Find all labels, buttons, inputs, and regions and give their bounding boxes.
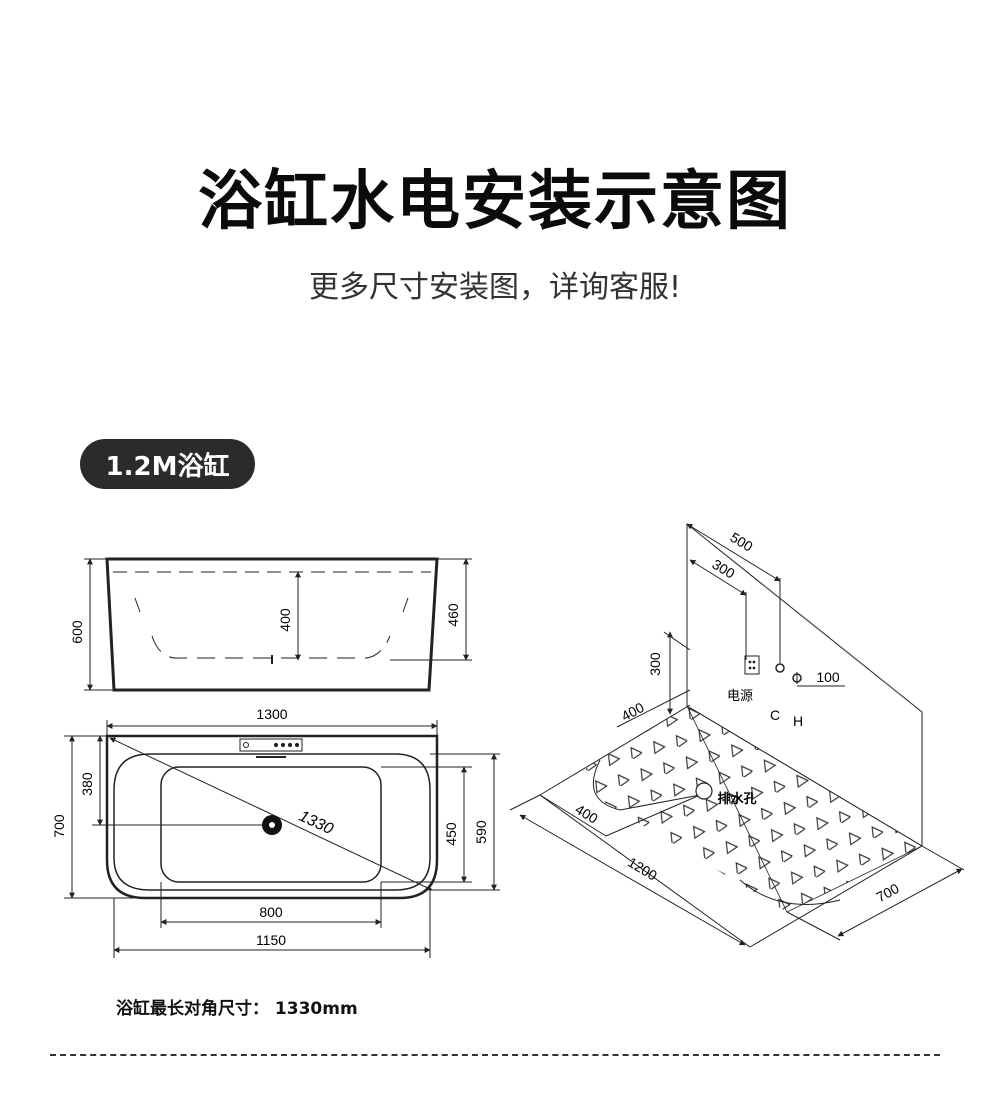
dim-install-300-side: 300 (647, 652, 663, 676)
model-badge: 1.2M浴缸 (80, 439, 255, 489)
dim-top-700: 700 (51, 814, 67, 838)
control-panel (239, 738, 303, 752)
dim-install-300-top: 300 (709, 556, 737, 582)
drain-label: 排水孔 (717, 791, 756, 807)
power-outlet (744, 655, 760, 675)
dim-install-700: 700 (874, 880, 902, 905)
dim-top-380: 380 (79, 772, 95, 796)
page-subtitle: 更多尺寸安装图，详询客服! (308, 270, 682, 305)
dim-install-400-drain: 400 (572, 801, 600, 827)
drain-point (695, 782, 713, 800)
install-view (509, 522, 965, 948)
hot-label: H (793, 713, 803, 729)
power-label: 电源 (727, 689, 753, 704)
dim-top-1150: 1150 (256, 932, 286, 948)
top-view (64, 720, 500, 958)
dim-top-590: 590 (473, 820, 489, 844)
side-view (84, 557, 472, 692)
dim-side-600: 600 (69, 620, 85, 644)
dim-install-100: 100 (816, 669, 840, 685)
dim-side-460: 460 (445, 603, 461, 627)
side-view-outline (105, 557, 439, 692)
cold-water-pipe (775, 663, 785, 673)
floor-pattern (567, 706, 922, 912)
dim-top-800: 800 (259, 904, 283, 920)
page-title: 浴缸水电安装示意图 (198, 165, 792, 239)
dashed-divider (50, 1054, 940, 1056)
dim-top-1300: 1300 (256, 706, 287, 722)
dim-top-450: 450 (443, 822, 459, 846)
dim-install-400-top: 400 (619, 699, 647, 724)
dim-side-400: 400 (277, 608, 293, 632)
dim-top-diagonal: 1330 (296, 808, 336, 838)
cold-label: C (770, 707, 780, 723)
diagonal-note: 浴缸最长对角尺寸： 1330mm (116, 999, 358, 1019)
